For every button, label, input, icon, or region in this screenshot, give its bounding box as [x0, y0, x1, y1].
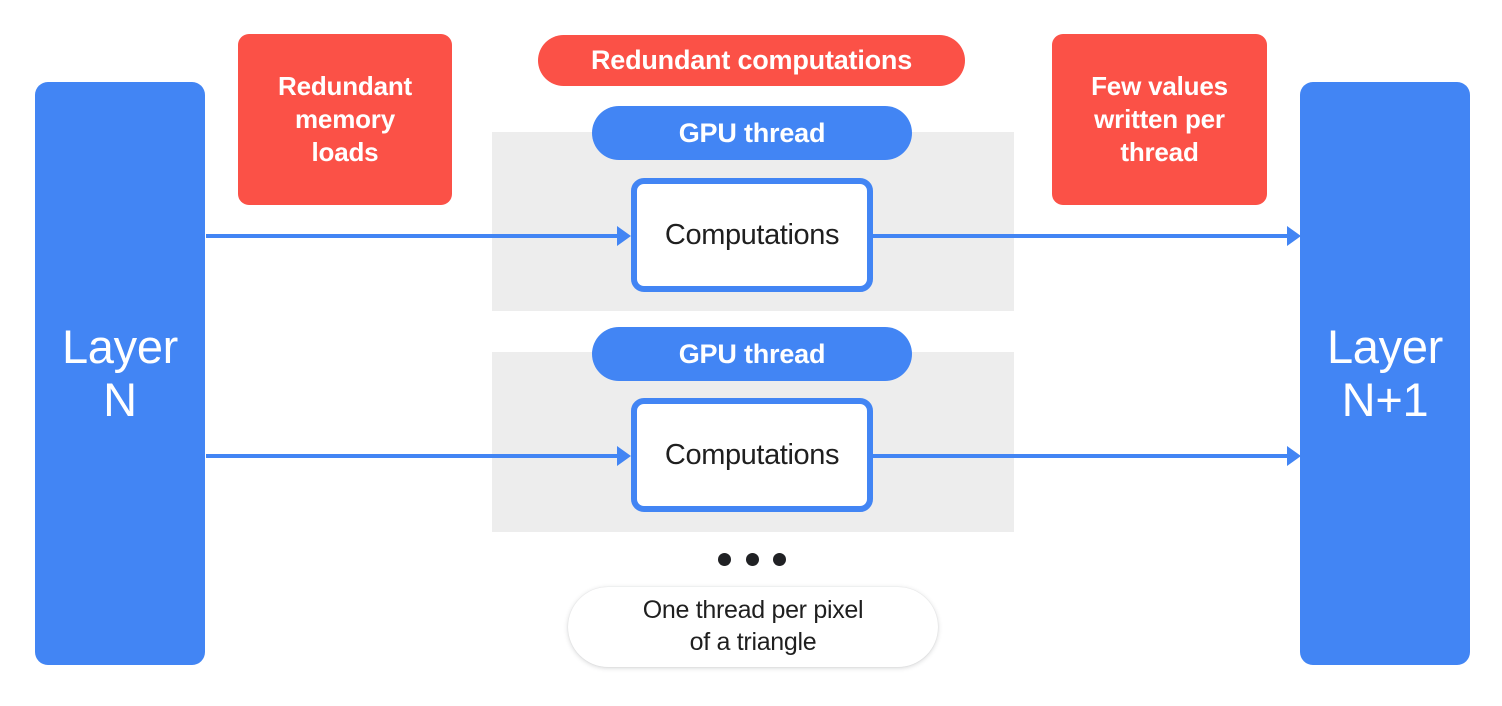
ellipsis-dot [718, 552, 731, 566]
layer-n-plus-1-block: Layer N+1 [1300, 82, 1470, 665]
gpu-thread-pill-2: GPU thread [592, 327, 912, 381]
callout-few-values-written-per-thread: Few values written per thread [1052, 34, 1267, 205]
ellipsis-dots [718, 552, 786, 566]
callout-redundant-computations: Redundant computations [538, 35, 965, 86]
ellipsis-dot [773, 552, 786, 566]
computations-box-1: Computations [631, 178, 873, 292]
layer-n-block: Layer N [35, 82, 205, 665]
callout-redundant-memory-loads: Redundant memory loads [238, 34, 452, 205]
ellipsis-dot [745, 552, 759, 566]
footnote-one-thread-per-pixel: One thread per pixel of a triangle [568, 587, 938, 667]
gpu-thread-pill-1: GPU thread [592, 106, 912, 160]
arrowhead-icon [1287, 446, 1301, 466]
computations-box-2: Computations [631, 398, 873, 512]
arrowhead-icon [1287, 226, 1301, 246]
